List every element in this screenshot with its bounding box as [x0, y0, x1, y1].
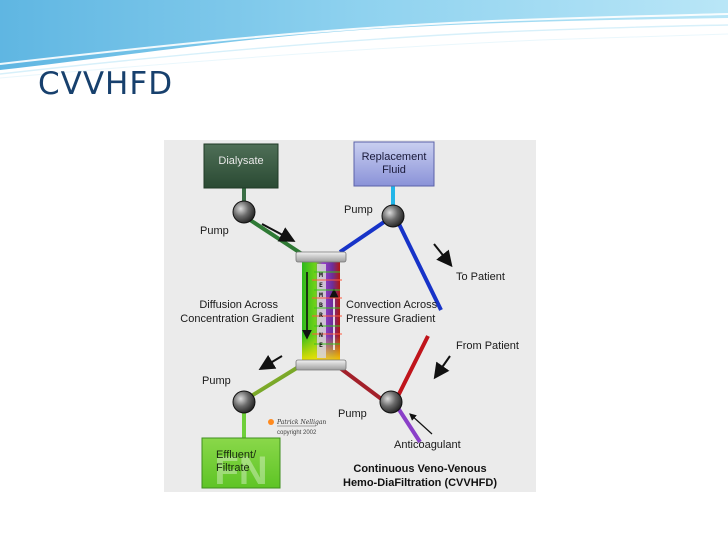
pump-label: Pump [338, 408, 367, 420]
dialysate-to-filter-tube [242, 214, 304, 256]
blood-pump-icon [379, 390, 403, 414]
to-patient-label: To Patient [456, 271, 505, 283]
filter-to-pump-blue-tube [338, 218, 389, 254]
dialysate-label: Dialysate [218, 155, 263, 167]
flow-arrow-icon [258, 354, 283, 371]
membrane-letter: R [319, 311, 323, 319]
signature-text: Patrick Nelligan [276, 419, 326, 426]
diagram-background [164, 140, 536, 492]
membrane-letter: E [319, 341, 323, 349]
membrane-filter [295, 251, 347, 371]
caption-line2: Hemo-DiaFiltration (CVVHFD) [343, 477, 497, 489]
replacement-pump-icon [381, 204, 405, 228]
anticoagulant-arrow-icon [409, 413, 433, 435]
diffusion-label-line2: Concentration Gradient [180, 313, 294, 325]
membrane-letter: E [319, 281, 323, 289]
diffusion-label-line1: Diffusion Across [199, 299, 278, 311]
flow-arrow-icon [433, 355, 451, 380]
flow-arrow-icon [433, 243, 453, 268]
copyright-stamp: Patrick Nelligan copyright 2002 [268, 419, 326, 436]
dialysate-box [203, 143, 279, 189]
pump-to-filter-red-tube [338, 366, 386, 403]
replacement-label-line2: Fluid [382, 164, 406, 176]
filter-to-effluent-tube [246, 364, 302, 400]
flow-arrow-icon [261, 223, 296, 242]
effluent-label-line1: Effluent/ [216, 449, 257, 461]
membrane-letter: M [319, 271, 323, 279]
effluent-label-line2: Filtrate [216, 462, 250, 474]
caption-line1: Continuous Veno-Venous [353, 463, 486, 475]
copyright-text: copyright 2002 [277, 430, 317, 436]
membrane-letter: M [319, 291, 323, 299]
effluent-pump-icon [232, 390, 256, 414]
anticoagulant-tube [396, 406, 422, 444]
from-patient-red-tube [396, 335, 430, 397]
dialysate-pump-icon [232, 200, 256, 224]
pump-label: Pump [344, 204, 373, 216]
membrane-letter: A [319, 321, 323, 329]
replacement-fluid-box [353, 141, 435, 187]
pump-label: Pump [200, 225, 229, 237]
to-patient-blue-tube [397, 223, 443, 311]
convection-label-line2: Pressure Gradient [346, 313, 435, 325]
convection-label-line1: Convection Across [346, 299, 438, 311]
anticoagulant-label: Anticoagulant [394, 439, 461, 451]
header-wave-decoration [0, 0, 728, 79]
effluent-watermark: FN [214, 449, 267, 492]
membrane-letter: N [319, 331, 323, 339]
membrane-letter: B [319, 301, 323, 309]
replacement-label-line1: Replacement [362, 151, 427, 163]
pump-label: Pump [202, 375, 231, 387]
from-patient-label: From Patient [456, 340, 519, 352]
cvvhfd-diagram: M E M B R A N E Dialysate Replacement Fl… [180, 141, 519, 492]
slide-title: CVVHFD [38, 66, 174, 102]
effluent-filtrate-box [201, 437, 281, 489]
